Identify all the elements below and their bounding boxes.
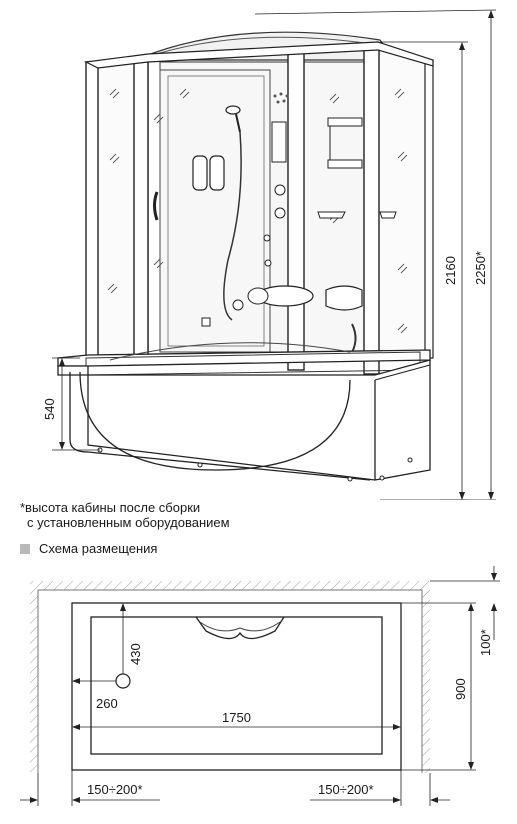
tray-outline: [71, 602, 402, 771]
shower-cabin-drawing: 540 2160 2250*: [42, 9, 497, 500]
dim-total-height: 2250*: [473, 251, 488, 285]
tray-cutout: [195, 616, 285, 640]
height-footnote: *высота кабины после сборки с установлен…: [20, 500, 230, 530]
frame-post-right-outer: [424, 59, 434, 359]
door-handle: [153, 191, 159, 221]
headrest-1: [192, 155, 208, 191]
drain: [115, 673, 131, 689]
shelf-right: [379, 211, 397, 219]
frame-post-center: [287, 47, 305, 371]
dim-drain-y: 430: [128, 643, 143, 665]
dim-width: 900: [453, 678, 468, 700]
seat: [325, 285, 363, 311]
footnote-line-1: *высота кабины после сборки: [20, 500, 201, 515]
dim-wall-gap: 100*: [478, 629, 493, 656]
tray-inner: [90, 616, 383, 755]
dim-tray-height: 540: [42, 398, 57, 420]
shower-head: [225, 105, 241, 115]
legend-swatch: [20, 543, 30, 554]
shelf-upper: [327, 117, 363, 169]
headrest-2: [209, 155, 225, 191]
footnote-line-2: с установленным оборудованием: [27, 515, 230, 530]
dim-drain-x: 260: [96, 696, 118, 711]
shower-hose: [223, 131, 242, 321]
frame-post-right: [363, 43, 380, 375]
dim-side-gap-left: 150÷200*: [87, 782, 143, 797]
frame-post-left-outer: [85, 61, 99, 363]
wall-hatch: [30, 581, 430, 773]
dim-side-gap-right: 150÷200*: [318, 782, 374, 797]
dim-length: 1750: [222, 710, 251, 725]
legend-label: Схема размещения: [39, 541, 158, 556]
bathtub-base: [57, 359, 431, 481]
control-panel: [271, 121, 287, 163]
shelf-middle: [317, 211, 346, 219]
dim-cabin-height: 2160: [443, 256, 458, 285]
frame-post-left-inner: [133, 57, 149, 361]
right-glass-panel: [377, 44, 431, 359]
legend: Схема размещения: [20, 541, 157, 556]
sliding-door: [159, 69, 271, 353]
